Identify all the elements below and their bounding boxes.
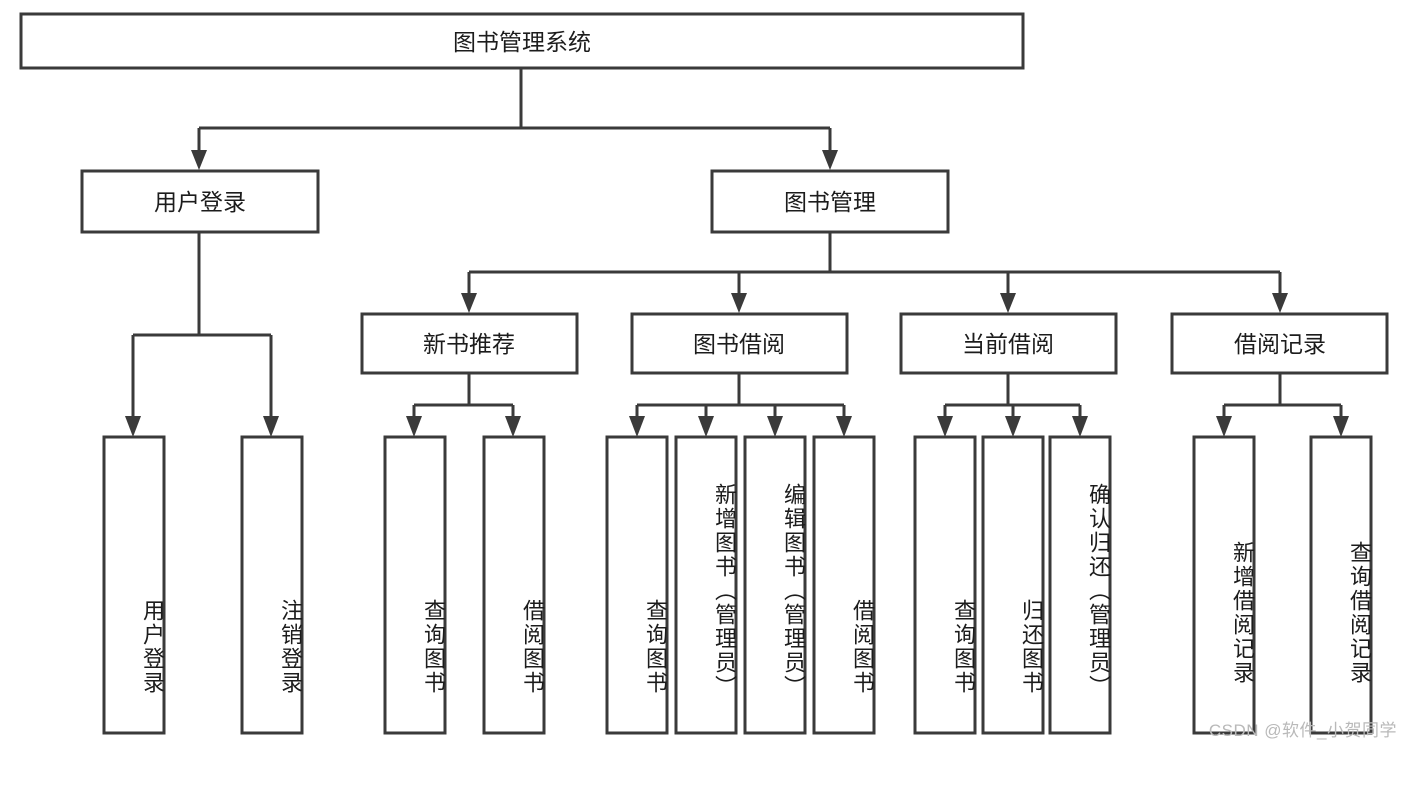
- node-current-borrow-box[interactable]: [899, 312, 1118, 375]
- leaf-box-current-borrow-2[interactable]: [981, 435, 1045, 735]
- node-root-label: 图书管理系统: [453, 29, 591, 55]
- leaf-box-book-borrow-2[interactable]: [674, 435, 738, 735]
- node-book-borrow[interactable]: 图书借阅: [630, 312, 849, 375]
- connector-group-root: [191, 68, 838, 170]
- arrow-user-login-leaf1: [125, 416, 141, 437]
- node-user-login-box[interactable]: [80, 169, 320, 234]
- arrow-new-book-l1: [406, 416, 422, 437]
- node-user-login[interactable]: 用户登录: [80, 169, 320, 234]
- node-book-management-label: 图书管理: [784, 189, 876, 215]
- diagram-canvas: 图书管理系统 用户登录 图书管理 新书推荐 图书借阅 当前借阅 借阅记录: [19, 12, 1397, 740]
- watermark-text: CSDN @软件_小贺同学: [1208, 721, 1397, 740]
- node-borrow-record-label: 借阅记录: [1234, 331, 1326, 357]
- leaf-box-current-borrow-3[interactable]: [1048, 435, 1112, 735]
- node-borrow-record[interactable]: 借阅记录: [1170, 312, 1389, 375]
- leaf-box-book-borrow-3[interactable]: [743, 435, 807, 735]
- arrow-current-borrow-l1: [937, 416, 953, 437]
- connector-group-borrow-record: [1216, 373, 1349, 437]
- node-current-borrow-label: 当前借阅: [962, 331, 1054, 357]
- leaf-box-current-borrow-1[interactable]: [913, 435, 977, 735]
- connector-group-current-borrow: [937, 373, 1088, 437]
- arrow-new-book-l2: [505, 416, 521, 437]
- node-book-management[interactable]: 图书管理: [710, 169, 950, 234]
- arrow-book-mgmt-c2: [731, 293, 747, 313]
- node-borrow-record-box[interactable]: [1170, 312, 1389, 375]
- arrow-book-borrow-l4: [836, 416, 852, 437]
- arrow-borrow-record-l1: [1216, 416, 1232, 437]
- node-root[interactable]: 图书管理系统: [19, 12, 1025, 70]
- leaf-box-book-borrow-4[interactable]: [812, 435, 876, 735]
- arrow-book-borrow-l2: [698, 416, 714, 437]
- arrow-current-borrow-l3: [1072, 416, 1088, 437]
- arrow-user-login-leaf2: [263, 416, 279, 437]
- node-current-borrow[interactable]: 当前借阅: [899, 312, 1118, 375]
- arrow-root-to-book-mgmt: [822, 150, 838, 170]
- connector-group-new-book: [406, 373, 521, 437]
- node-book-borrow-label: 图书借阅: [693, 331, 785, 357]
- node-book-management-box[interactable]: [710, 169, 950, 234]
- arrow-book-mgmt-c1: [461, 293, 477, 313]
- leaf-box-borrow-record-1[interactable]: [1192, 435, 1256, 735]
- node-root-box[interactable]: [19, 12, 1025, 70]
- leaf-box-new-book-2[interactable]: [482, 435, 546, 735]
- arrow-borrow-record-l2: [1333, 416, 1349, 437]
- leaf-box-borrow-record-2[interactable]: [1309, 435, 1373, 735]
- arrow-book-mgmt-c4: [1272, 293, 1288, 313]
- arrow-book-mgmt-c3: [1000, 293, 1016, 313]
- leaf-box-new-book-1[interactable]: [383, 435, 447, 735]
- arrow-root-to-user-login: [191, 150, 207, 170]
- connector-group-user-login: [125, 232, 279, 437]
- node-new-book-recommend-box[interactable]: [360, 312, 579, 375]
- leaf-box-book-borrow-1[interactable]: [605, 435, 669, 735]
- leaf-box-user-login-2[interactable]: [240, 435, 304, 735]
- leaf-box-user-login-1[interactable]: [102, 435, 166, 735]
- arrow-book-borrow-l3: [767, 416, 783, 437]
- connector-group-book-mgmt: [461, 232, 1288, 313]
- node-user-login-label: 用户登录: [154, 189, 246, 215]
- connector-group-book-borrow: [629, 373, 852, 437]
- diagram-svg: 图书管理系统 用户登录 图书管理 新书推荐 图书借阅 当前借阅 借阅记录: [19, 12, 1389, 735]
- node-new-book-recommend-label: 新书推荐: [423, 331, 515, 357]
- arrow-current-borrow-l2: [1005, 416, 1021, 437]
- node-book-borrow-box[interactable]: [630, 312, 849, 375]
- node-new-book-recommend[interactable]: 新书推荐: [360, 312, 579, 375]
- arrow-book-borrow-l1: [629, 416, 645, 437]
